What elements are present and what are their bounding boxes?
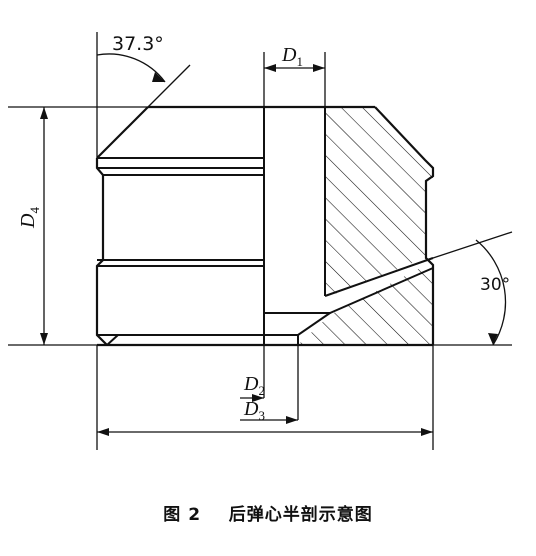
angle-label-right: 30° xyxy=(480,275,510,295)
dim-label-d2: D2 xyxy=(243,373,265,398)
section-drawing: 37.3° 30° D1 D2 D3 D4 xyxy=(8,32,513,450)
figure-title: 后弹心半剖示意图 xyxy=(228,505,373,525)
hatched-section xyxy=(298,107,433,345)
arrowheads xyxy=(40,64,498,436)
dim-label-d3: D3 xyxy=(243,398,265,423)
figure-caption: 图 2 后弹心半剖示意图 xyxy=(0,500,536,525)
dim-label-d1: D1 xyxy=(281,44,303,69)
bore-lines xyxy=(97,107,434,346)
figure-number: 图 2 xyxy=(163,505,202,525)
angle-label-top: 37.3° xyxy=(112,33,164,55)
dim-label-d4: D4 xyxy=(17,207,42,229)
